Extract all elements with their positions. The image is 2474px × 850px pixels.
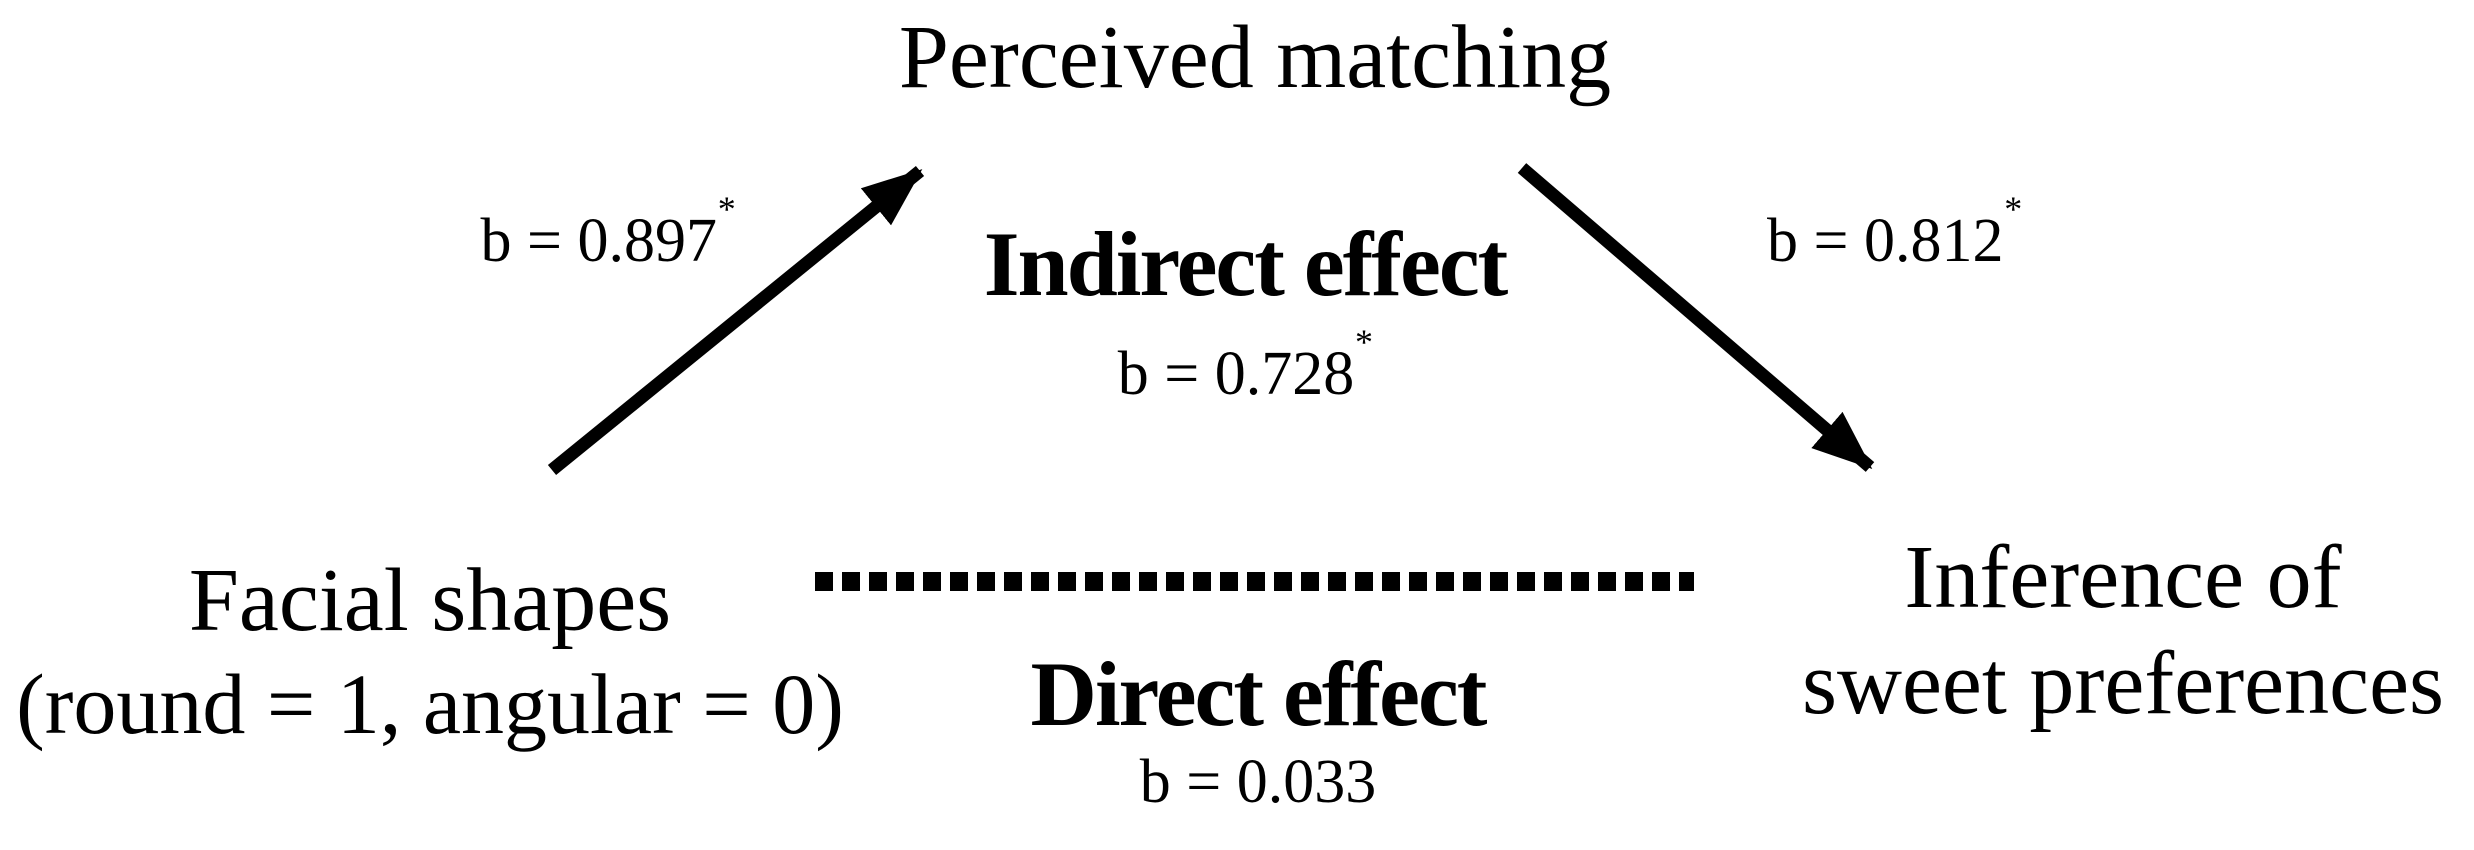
indirect-effect-title: Indirect effect bbox=[983, 213, 1509, 315]
outcome-line1: Inference of bbox=[1904, 528, 2342, 627]
predictor-title: Facial shapes bbox=[188, 551, 672, 650]
predictor-coding: (round = 1, angular = 0) bbox=[16, 656, 844, 753]
node-perceived-matching: Perceived matching bbox=[898, 8, 1612, 107]
node-facial-shapes: Facial shapes (round = 1, angular = 0) bbox=[0, 548, 860, 756]
path-b-coefficient-value: b = 0.812 bbox=[1767, 207, 2004, 275]
significance-asterisk: * bbox=[1354, 321, 1373, 362]
path-a-coefficient-label: b = 0.897* bbox=[415, 191, 736, 275]
path-a-coefficient-value: b = 0.897 bbox=[480, 207, 718, 275]
direct-effect-coefficient: b = 0.033 bbox=[958, 751, 1558, 813]
indirect-effect-coefficient: b = 0.728* bbox=[945, 324, 1545, 408]
direct-path-dotted-line bbox=[815, 572, 1694, 591]
direct-effect-label: Direct effect b = 0.033 bbox=[958, 648, 1558, 813]
outcome-line2: sweet preferences bbox=[1801, 634, 2445, 734]
significance-asterisk: * bbox=[717, 188, 736, 229]
node-inference-sweet-preferences: Inference of sweet preferences bbox=[1760, 525, 2474, 737]
direct-coefficient-value: b = 0.033 bbox=[1139, 748, 1377, 816]
indirect-coefficient-value: b = 0.728 bbox=[1117, 340, 1355, 408]
significance-asterisk: * bbox=[2004, 188, 2023, 229]
indirect-effect-label: Indirect effect b = 0.728* bbox=[945, 218, 1545, 405]
direct-effect-title: Direct effect bbox=[1030, 643, 1488, 745]
path-b-coefficient-label: b = 0.812* bbox=[1767, 191, 2087, 275]
